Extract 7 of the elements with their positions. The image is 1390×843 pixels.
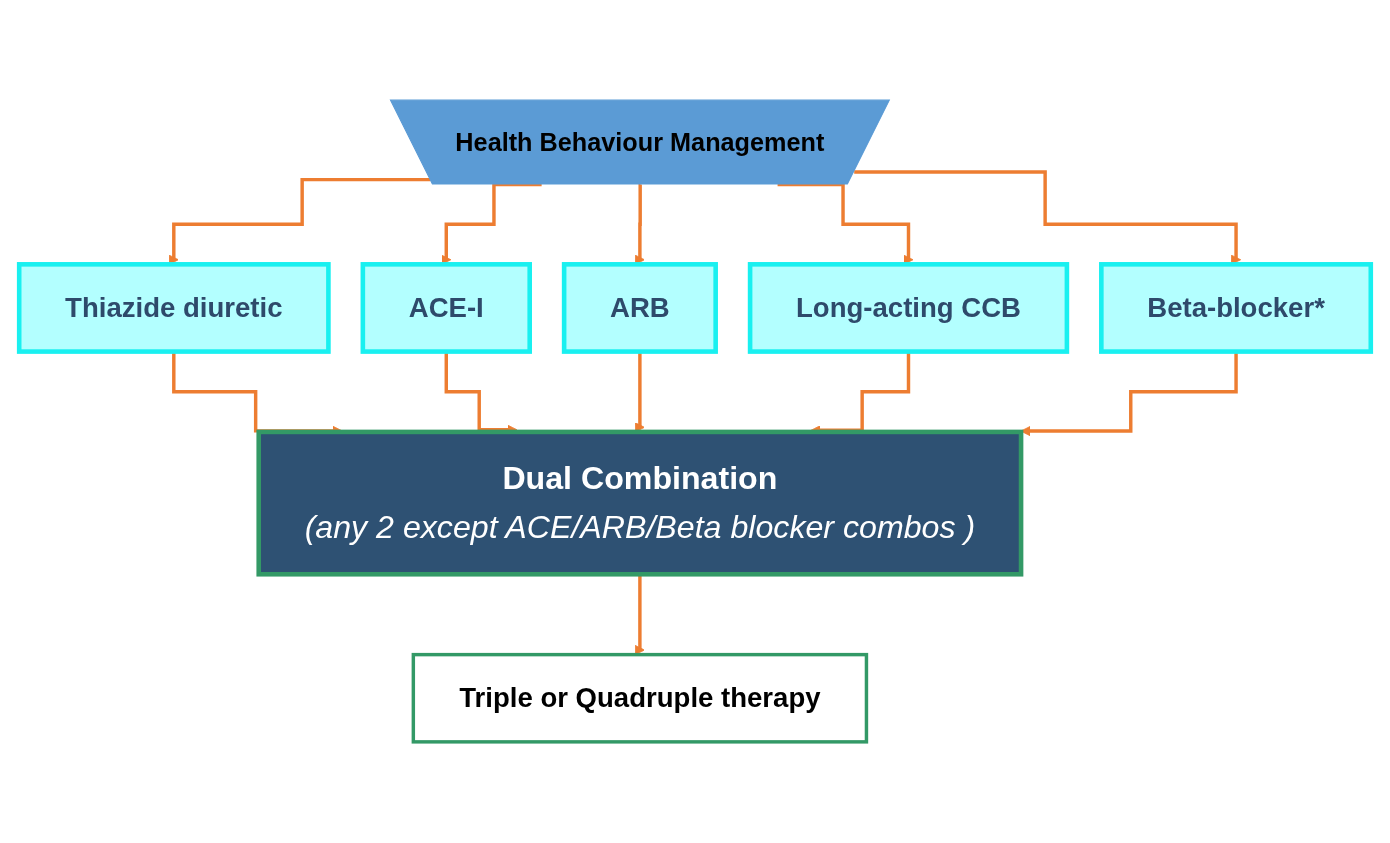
node-box: Beta-blocker* <box>1099 262 1374 355</box>
node-box: Dual Combination (any 2 except ACE/ARB/Beta blocker combos ) <box>256 430 1024 578</box>
node-box: Long-acting CCB <box>747 262 1070 355</box>
node-box: ACE-I <box>360 262 532 355</box>
node-box: Thiazide diuretic <box>16 262 331 355</box>
node-box: ARB <box>561 262 718 355</box>
node-box: Triple or Quadruple therapy <box>411 653 869 745</box>
